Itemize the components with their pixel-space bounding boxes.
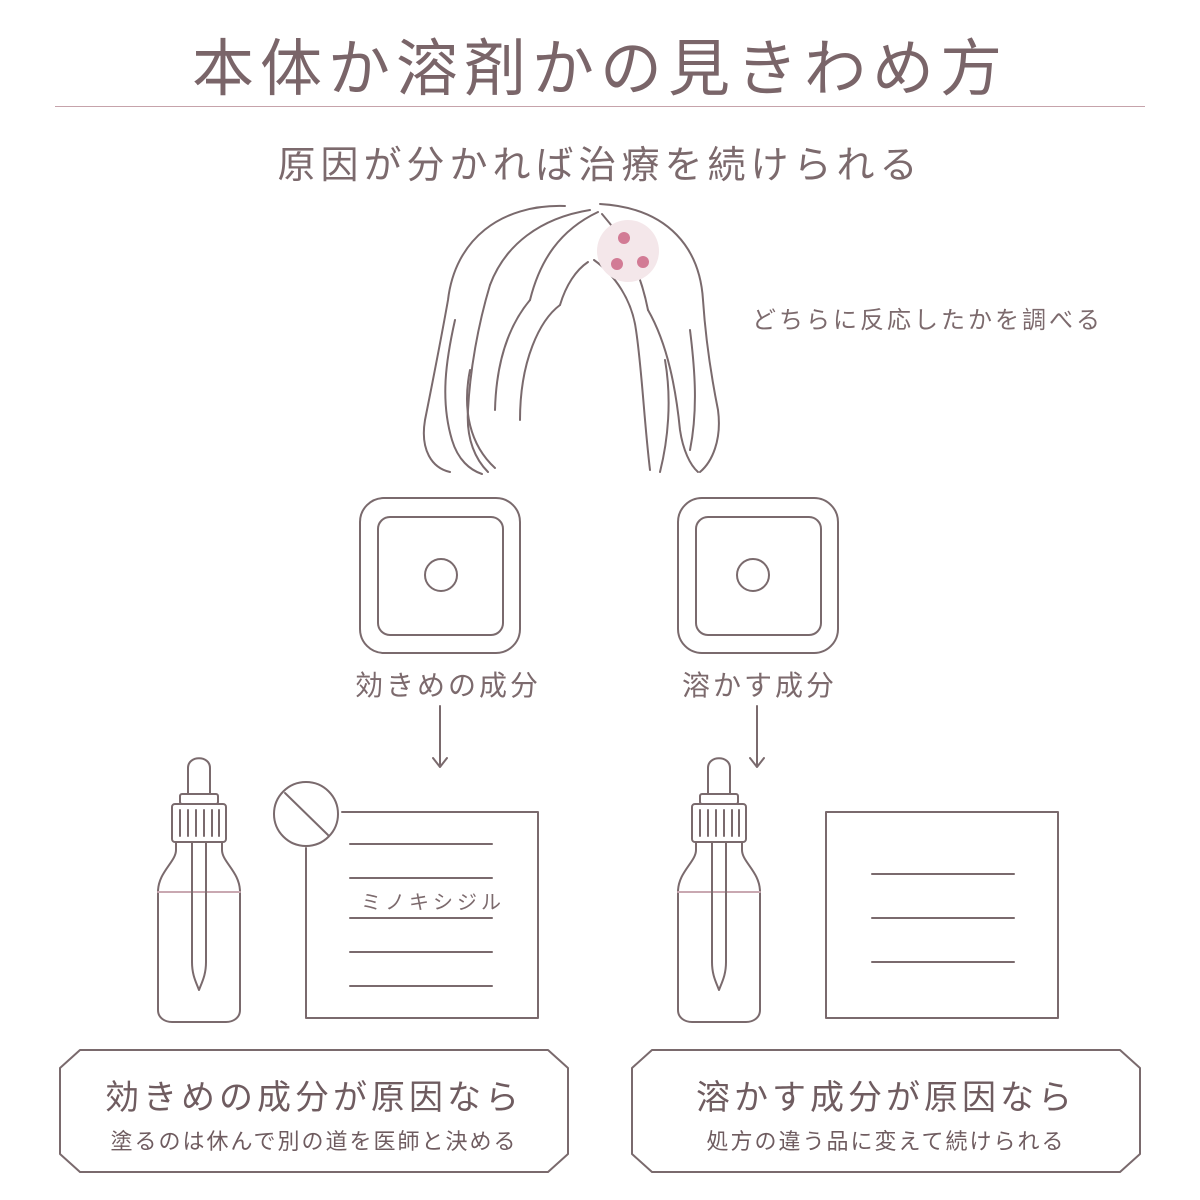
patch-label-solvent: 溶かす成分 [682,669,838,702]
result-left-sub: 塗るのは休んで別の道を医師と決める [110,1130,518,1155]
arrow-down-icon-left [433,706,447,767]
patch-icon-left [360,498,520,653]
hair-icon [424,204,719,474]
reaction-note: どちらに反応したかを調べる [752,306,1103,334]
result-right-title: 溶かす成分が原因なら [696,1078,1076,1118]
document-icon-left [306,812,538,1018]
prohibited-icon [274,782,338,846]
arrow-down-icon-right [750,706,764,767]
result-frame-left [60,1050,568,1172]
ingredient-label: ミノキシジル [358,886,508,915]
subtitle: 原因が分かれば治療を続けられる [277,143,923,187]
dropper-bottle-icon-left [158,758,240,1022]
title-divider [55,106,1145,107]
patch-icon-right [678,498,838,653]
document-icon-right [826,812,1058,1018]
page-title: 本体か溶剤かの見きわめ方 [191,32,1008,105]
result-left-title: 効きめの成分が原因なら [105,1078,523,1118]
patch-label-active-ingredient: 効きめの成分 [355,669,542,702]
result-frame-right [632,1050,1140,1172]
reaction-spot-icon [597,220,659,282]
result-right-sub: 処方の違う品に変えて続けられる [706,1130,1066,1155]
dropper-bottle-icon-right [678,758,760,1022]
